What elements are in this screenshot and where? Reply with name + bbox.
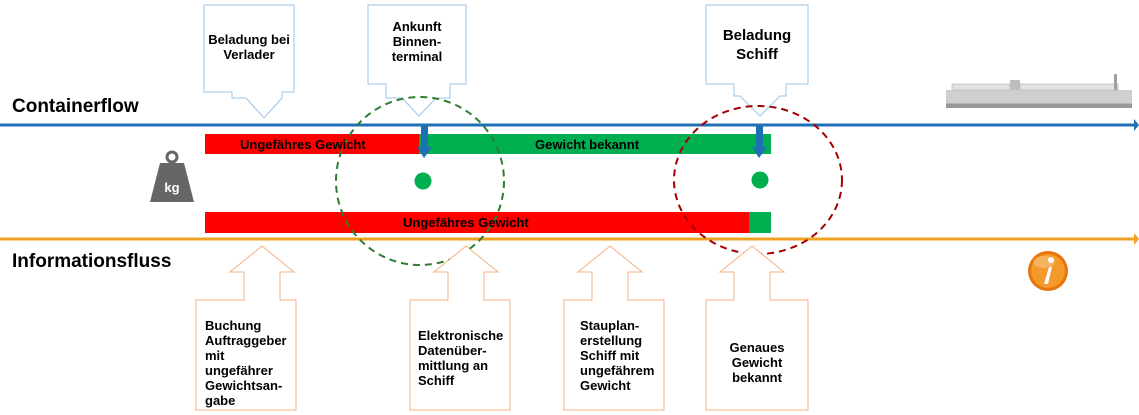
callout-datenuebermittlung <box>409 245 511 411</box>
informationsfluss-label: Informationsfluss <box>12 251 172 272</box>
drop-arrow-terminal <box>417 126 432 158</box>
ship-icon <box>946 74 1132 108</box>
containerflow-label: Containerflow <box>12 96 139 117</box>
event-dot-terminal <box>414 172 432 190</box>
weight-kg-icon <box>150 150 194 202</box>
event-dot-schiff <box>751 171 769 189</box>
info-icon <box>1028 251 1068 291</box>
highlight-circle-terminal <box>335 96 505 266</box>
bar-bottom-known <box>749 212 771 233</box>
callout-buchung-text: Buchung Auftraggeber mit ungefährer Gewi… <box>205 318 287 408</box>
bar-bottom-approx <box>205 212 749 233</box>
callout-datenuebermittlung-text: Elektronische Datenüber- mittlung an Sch… <box>418 328 504 388</box>
callout-genaues-gewicht <box>705 245 809 411</box>
bar-top-known-label: Gewicht bekannt <box>535 137 640 152</box>
callout-ankunft-binnenterminal <box>367 4 467 117</box>
bar-top-approx <box>205 134 419 154</box>
bar-top-known <box>419 134 771 154</box>
callout-buchung <box>195 245 297 411</box>
bar-top-approx-label: Ungefähres Gewicht <box>240 137 366 152</box>
drop-arrow-schiff <box>752 126 767 158</box>
callout-beladung-verlader-text: Beladung bei Verlader <box>208 32 290 62</box>
containerflow-arrowhead <box>1134 119 1139 131</box>
callout-ankunft-binnenterminal-text: Ankunft Binnen- terminal <box>391 19 443 64</box>
callout-beladung-schiff-text: Beladung Schiff <box>722 27 792 63</box>
informationsfluss-arrowhead <box>1134 233 1139 245</box>
weight-kg-text: kg <box>164 180 180 195</box>
bar-bottom-approx-label: Ungefähres Gewicht <box>403 215 529 230</box>
callout-beladung-verlader <box>203 4 295 119</box>
callout-stauplan-text: Stauplan- erstellung Schiff mit ungefähr… <box>580 318 655 393</box>
callout-stauplan <box>563 245 665 411</box>
callout-genaues-gewicht-text: Genaues Gewicht bekannt <box>729 340 785 385</box>
